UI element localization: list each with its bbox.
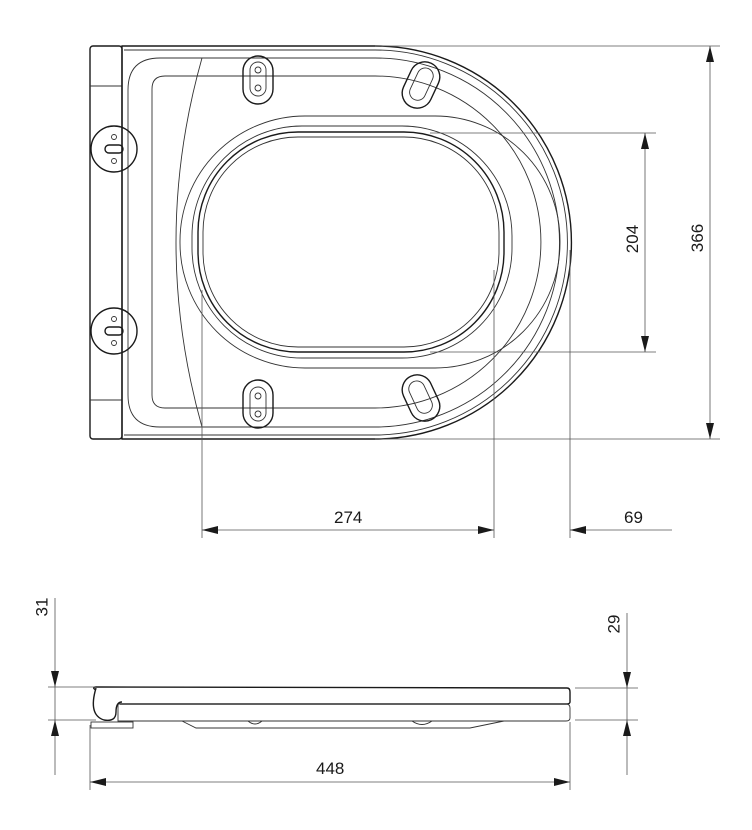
dimension-69: 69: [624, 508, 643, 527]
bumper-icon: [401, 374, 441, 422]
dimension-204: 204: [623, 224, 643, 254]
hinge-disc-icon: [90, 307, 138, 355]
dimension-448: 448: [316, 759, 345, 778]
dimension-29: 29: [604, 614, 624, 634]
rim-outer: [179, 115, 561, 369]
hinge-disc-icon: [90, 125, 138, 173]
seat-outline: [121, 45, 573, 440]
dimension-31: 31: [32, 597, 52, 617]
dimension-366: 366: [688, 223, 708, 253]
dimension-lines-top: [201, 45, 720, 538]
opening-outline: [197, 131, 505, 353]
bumper-icon: [401, 61, 441, 109]
dimension-274: 274: [334, 508, 363, 527]
side-view-seat: [90, 686, 571, 729]
dimension-lines-side: [48, 598, 638, 790]
bumper-icon: [242, 55, 274, 105]
top-view-seat: [89, 45, 573, 440]
bumper-icon: [242, 379, 274, 429]
hinge-bar: [89, 45, 123, 440]
